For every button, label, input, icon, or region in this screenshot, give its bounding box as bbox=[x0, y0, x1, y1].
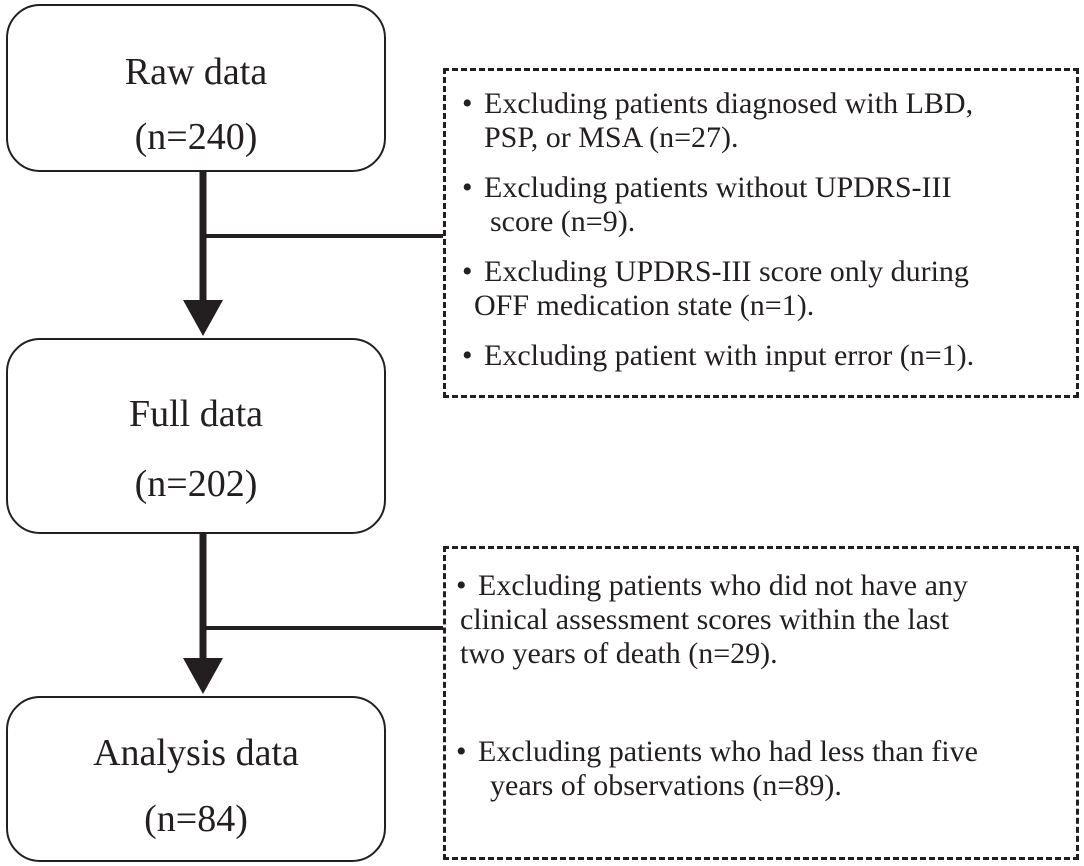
exclusion-box-1: •Excluding patients diagnosed with LBD, … bbox=[443, 68, 1079, 398]
raw-data-box: Raw data (n=240) bbox=[6, 4, 386, 172]
bullet-icon: • bbox=[456, 569, 467, 602]
bullet-icon: • bbox=[462, 339, 473, 372]
exclusion-item: •Excluding patients diagnosed with LBD, … bbox=[462, 87, 974, 154]
full-data-box: Full data (n=202) bbox=[6, 338, 386, 534]
raw-data-title: Raw data bbox=[124, 51, 268, 93]
full-data-count: (n=202) bbox=[134, 463, 258, 505]
bullet-icon: • bbox=[462, 255, 473, 288]
analysis-data-count: (n=84) bbox=[144, 798, 248, 840]
analysis-data-title: Analysis data bbox=[93, 732, 299, 774]
bullet-icon: • bbox=[462, 171, 473, 204]
exclusion-item: •Excluding UPDRS-III score only during O… bbox=[462, 255, 969, 322]
full-data-title: Full data bbox=[128, 393, 264, 435]
exclusion-item: •Excluding patients who had less than fi… bbox=[456, 735, 978, 802]
bullet-icon: • bbox=[456, 735, 467, 768]
arrow-head-1 bbox=[183, 300, 223, 336]
analysis-data-box: Analysis data (n=84) bbox=[6, 696, 386, 862]
exclusion-item: •Excluding patient with input error (n=1… bbox=[462, 339, 975, 372]
arrow-head-2 bbox=[183, 658, 223, 694]
exclusion-box-2: •Excluding patients who did not have any… bbox=[443, 546, 1079, 860]
bullet-icon: • bbox=[462, 87, 473, 120]
exclusion-item: •Excluding patients without UPDRS-III sc… bbox=[462, 171, 952, 238]
exclusion-item: •Excluding patients who did not have any… bbox=[456, 569, 968, 670]
raw-data-count: (n=240) bbox=[134, 116, 258, 158]
